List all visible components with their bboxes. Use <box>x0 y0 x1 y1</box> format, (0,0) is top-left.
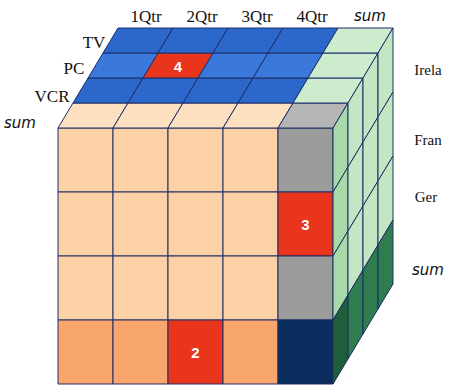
front-cell <box>278 128 333 192</box>
front-cell <box>168 128 223 192</box>
front-cell <box>113 128 168 192</box>
front-cell <box>58 256 113 320</box>
side-cell <box>378 220 393 309</box>
row-header: sum <box>4 116 36 131</box>
country-label: Fran <box>414 133 442 148</box>
side-cell <box>333 295 348 384</box>
front-cell <box>223 128 278 192</box>
front-cell <box>58 320 113 384</box>
front-cell <box>223 256 278 320</box>
row-header: PC <box>64 60 85 77</box>
front-cell <box>58 128 113 192</box>
column-header: 4Qtr <box>296 8 327 25</box>
front-cell <box>223 320 278 384</box>
column-header: sum <box>354 9 386 24</box>
row-header: TV <box>83 34 106 51</box>
front-cell <box>278 256 333 320</box>
front-cell <box>278 320 333 384</box>
column-header: 3Qtr <box>241 8 272 25</box>
callout-number: 3 <box>301 217 309 232</box>
column-header: 1Qtr <box>130 8 161 25</box>
front-cell <box>168 192 223 256</box>
country-label: Irela <box>414 63 441 78</box>
column-header: 2Qtr <box>186 8 217 25</box>
callout-number: 2 <box>191 345 199 360</box>
front-cell <box>113 320 168 384</box>
side-cell <box>363 245 378 334</box>
country-label: Ger <box>415 190 438 205</box>
front-cell <box>113 192 168 256</box>
front-cell <box>113 256 168 320</box>
front-cell <box>58 192 113 256</box>
side-cell <box>348 270 363 359</box>
front-cell <box>168 320 223 384</box>
front-cell <box>278 192 333 256</box>
row-header: VCR <box>35 88 70 105</box>
front-cell <box>223 192 278 256</box>
callout-number: 4 <box>174 58 182 73</box>
front-cell <box>168 256 223 320</box>
country-label: sum <box>412 263 444 278</box>
